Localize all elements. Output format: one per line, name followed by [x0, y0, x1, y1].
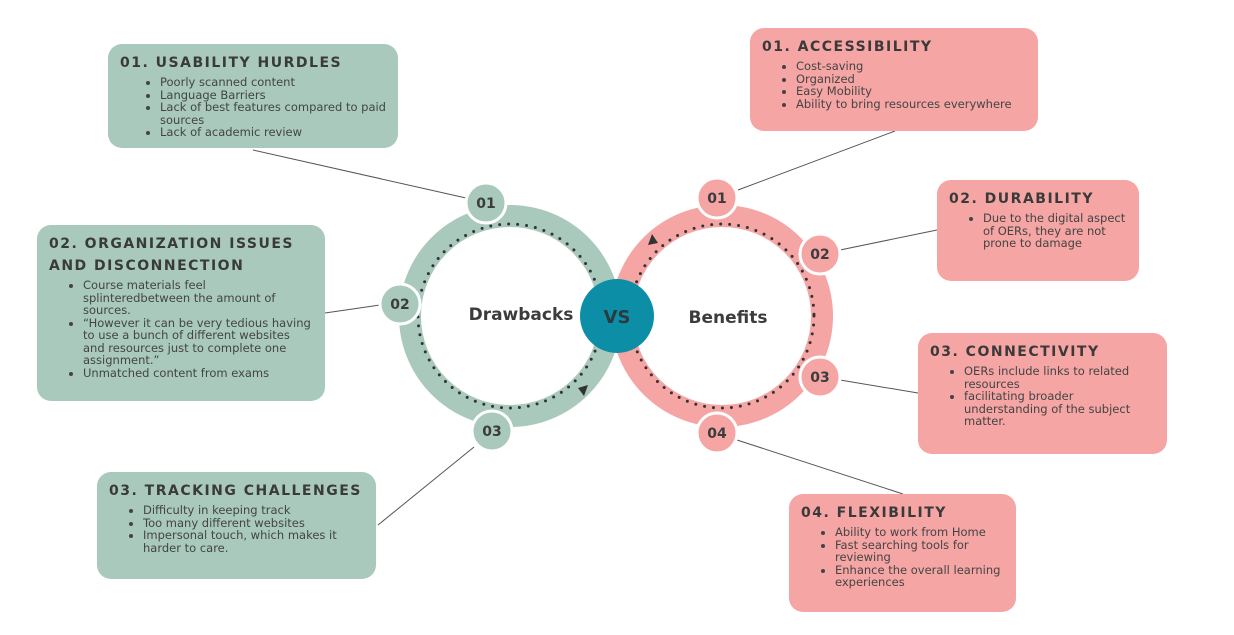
list-item: Lack of academic review	[160, 126, 386, 139]
list-item: Language Barriers	[160, 88, 386, 102]
card-accessibility: 01. ACCESSIBILITY Cost-savingOrganizedEa…	[750, 28, 1038, 131]
card-title: 01. ACCESSIBILITY	[762, 39, 933, 55]
list-item: Poorly scanned content	[160, 76, 386, 89]
drawbacks-label: Drawbacks	[469, 305, 574, 325]
arrow-icon	[578, 385, 588, 396]
connector-benefit-02	[839, 229, 938, 251]
connector-drawback-03	[377, 446, 475, 526]
list-item: OERs include links to related resources	[964, 365, 1155, 390]
card-usability-hurdles: 01. USABILITY HURDLES Poorly scanned con…	[108, 44, 398, 148]
list-item: “However it can be very tedious having t…	[83, 316, 313, 367]
connector-drawback-01	[252, 149, 467, 199]
list-item: facilitating broader understanding of th…	[964, 390, 1155, 428]
connector-benefit-04	[736, 439, 904, 495]
connector-benefit-01	[737, 130, 896, 191]
list-item: Enhance the overall learning experiences	[835, 563, 1004, 589]
card-title: 02. DURABILITY	[949, 191, 1094, 207]
connector-benefit-03	[839, 379, 919, 394]
benefits-label: Benefits	[689, 308, 768, 328]
badge-drawback-01: 01	[476, 196, 495, 212]
card-flexibility: 04. FLEXIBILITY Ability to work from Hom…	[789, 494, 1016, 612]
card-title: 02. ORGANIZATION ISSUES AND DISCONNECTIO…	[49, 236, 295, 274]
list-item: Unmatched content from exams	[83, 366, 313, 380]
list-item: Organized	[796, 72, 1026, 86]
arrow-icon	[648, 234, 658, 245]
badge-benefit-04: 04	[707, 426, 727, 442]
list-item: Too many different websites	[143, 516, 364, 530]
card-organization-issues: 02. ORGANIZATION ISSUES AND DISCONNECTIO…	[37, 225, 325, 401]
badge-drawback-02: 02	[390, 297, 409, 313]
list-item: Impersonal touch, which makes it harder …	[143, 529, 364, 554]
list-item: Difficulty in keeping track	[143, 504, 364, 517]
badge-drawback-03: 03	[482, 424, 501, 440]
list-item: Ability to bring resources everywhere	[796, 97, 1026, 111]
card-tracking-challenges: 03. TRACKING CHALLENGES Difficulty in ke…	[97, 472, 376, 579]
list-item: Cost-saving	[796, 60, 1026, 73]
connector-lines	[252, 130, 938, 526]
list-item: Course materials feel splinteredbetween …	[83, 279, 313, 317]
badge-benefit-01: 01	[707, 191, 726, 207]
card-title: 01. USABILITY HURDLES	[120, 55, 343, 71]
connector-drawback-02	[324, 304, 381, 314]
card-title: 03. CONNECTIVITY	[930, 344, 1100, 360]
benefit-badges: 01 02 03 04	[695, 176, 842, 455]
vs-circle	[580, 279, 654, 353]
drawback-badges: 01 02 03	[378, 181, 514, 453]
list-item: Due to the digital aspect of OERs, they …	[983, 212, 1127, 250]
badge-benefit-02: 02	[810, 247, 829, 263]
list-item: Fast searching tools for reviewing	[835, 538, 1004, 564]
vs-label: VS	[604, 307, 631, 328]
card-connectivity: 03. CONNECTIVITY OERs include links to r…	[918, 333, 1167, 454]
list-item: Easy Mobility	[796, 85, 1026, 98]
badge-benefit-03: 03	[810, 370, 829, 386]
list-item: Lack of best features compared to paid s…	[160, 101, 386, 126]
card-durability: 02. DURABILITY Due to the digital aspect…	[937, 180, 1139, 281]
list-item: Ability to work from Home	[835, 526, 1004, 539]
card-title: 03. TRACKING CHALLENGES	[109, 483, 362, 499]
card-title: 04. FLEXIBILITY	[801, 505, 947, 521]
